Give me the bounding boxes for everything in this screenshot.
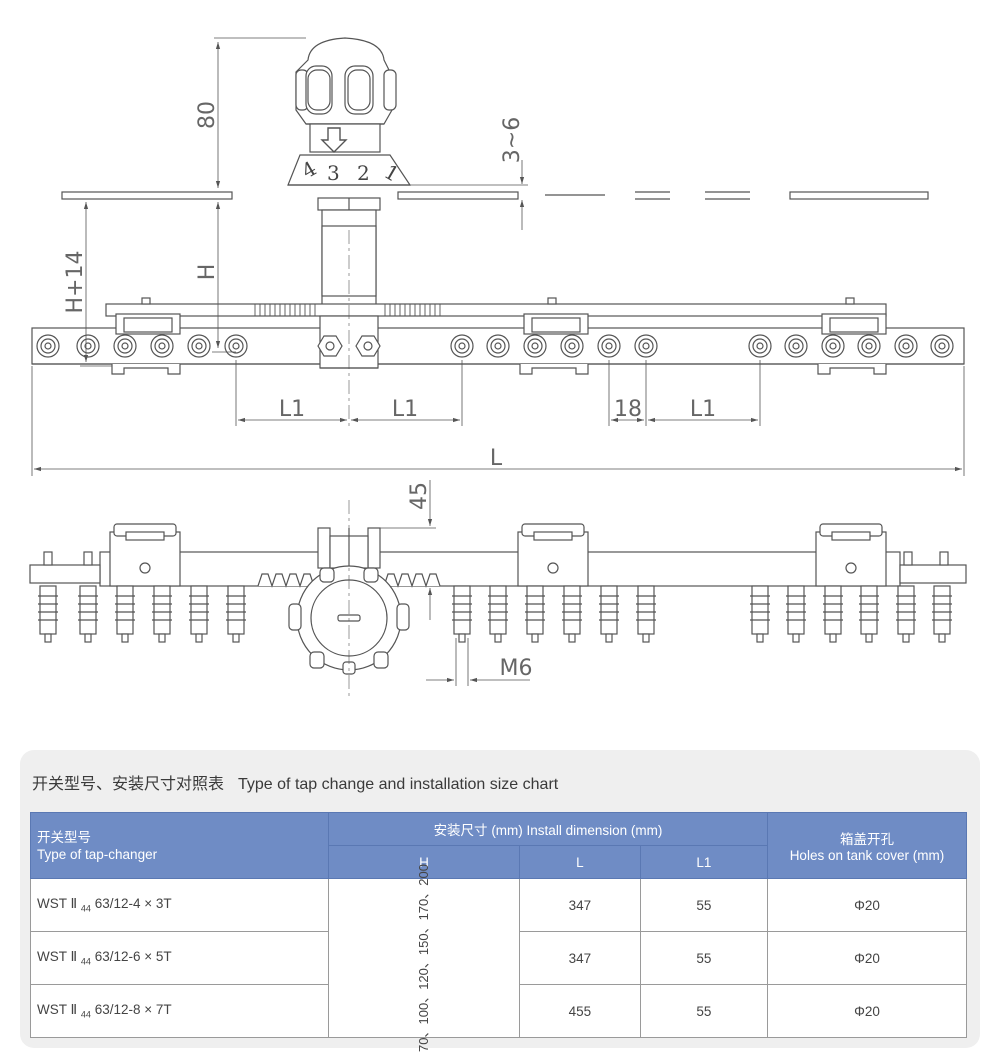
cell-l1: 55 — [639, 878, 768, 932]
technical-drawing: 80 3~6 H H+14 L1 L1 18 L1 L 4 3 2 1 — [29, 37, 967, 700]
size-chart-panel: 开关型号、安装尺寸对照表 Type of tap change and insta… — [20, 750, 980, 1052]
dim-80: 80 — [195, 101, 220, 129]
header-l: L — [518, 845, 641, 879]
chart-title: 开关型号、安装尺寸对照表 Type of tap change and insta… — [32, 770, 558, 794]
dim-l1-right: L1 — [690, 397, 716, 422]
terminal-row — [38, 585, 952, 643]
header-model-cn: 开关型号 — [37, 829, 91, 845]
dim-h-plus-14: H+14 — [63, 251, 88, 314]
contact-row — [36, 334, 954, 358]
header-l1: L1 — [639, 845, 768, 879]
front-view — [31, 37, 965, 476]
cell-l1: 55 — [639, 931, 768, 985]
knob-number: 2 — [357, 161, 370, 185]
chart-title-cn: 开关型号、安装尺寸对照表 — [32, 776, 225, 793]
header-holes-cn: 箱盖开孔 — [839, 832, 894, 847]
cell-l: 455 — [518, 984, 641, 1038]
table-row: WST Ⅱ 44 63/12-6 × 5T 347 55 Φ20 — [30, 931, 968, 985]
knob-number: 3 — [327, 161, 340, 185]
dim-l1-center: L1 — [392, 397, 418, 422]
dim-l1-left: L1 — [279, 397, 305, 422]
cell-holes: Φ20 — [766, 984, 968, 1038]
chart-title-en: Type of tap change and installation size… — [238, 776, 559, 793]
cell-l1: 55 — [639, 984, 768, 1038]
dim-3-6: 3~6 — [500, 117, 525, 163]
cell-holes: Φ20 — [766, 878, 968, 932]
dim-18: 18 — [614, 397, 642, 422]
header-install: 安装尺寸 (mm) Install dimension (mm) — [328, 812, 768, 846]
cell-model: WST Ⅱ 44 63/12-4 × 3T — [30, 878, 329, 932]
header-model-en: Type of tap-changer — [37, 846, 158, 862]
dim-l: L — [490, 446, 503, 471]
size-table: 开关型号 Type of tap-changer 安装尺寸 (mm) Insta… — [30, 812, 968, 1052]
side-view — [29, 480, 967, 700]
header-holes-en: Holes on tank cover (mm) — [789, 848, 945, 863]
dim-m6: M6 — [500, 656, 533, 681]
table-row: WST Ⅱ 44 63/12-4 × 3T 70、100、120、150、170… — [30, 864, 968, 1052]
header-holes: 箱盖开孔 Holes on tank cover (mm) — [766, 812, 968, 879]
cell-l: 347 — [518, 931, 641, 985]
cell-holes: Φ20 — [766, 931, 968, 985]
header-model: 开关型号 Type of tap-changer — [30, 812, 329, 879]
cell-model: WST Ⅱ 44 63/12-6 × 5T — [30, 931, 329, 985]
table-row: WST Ⅱ 44 63/12-8 × 7T 455 55 Φ20 — [30, 984, 968, 1038]
dim-h: H — [195, 264, 220, 281]
cell-model: WST Ⅱ 44 63/12-8 × 7T — [30, 984, 329, 1038]
cell-h-values: 70、100、120、150、170、200 — [328, 864, 520, 1052]
cell-l: 347 — [518, 878, 641, 932]
dim-45: 45 — [407, 482, 432, 510]
